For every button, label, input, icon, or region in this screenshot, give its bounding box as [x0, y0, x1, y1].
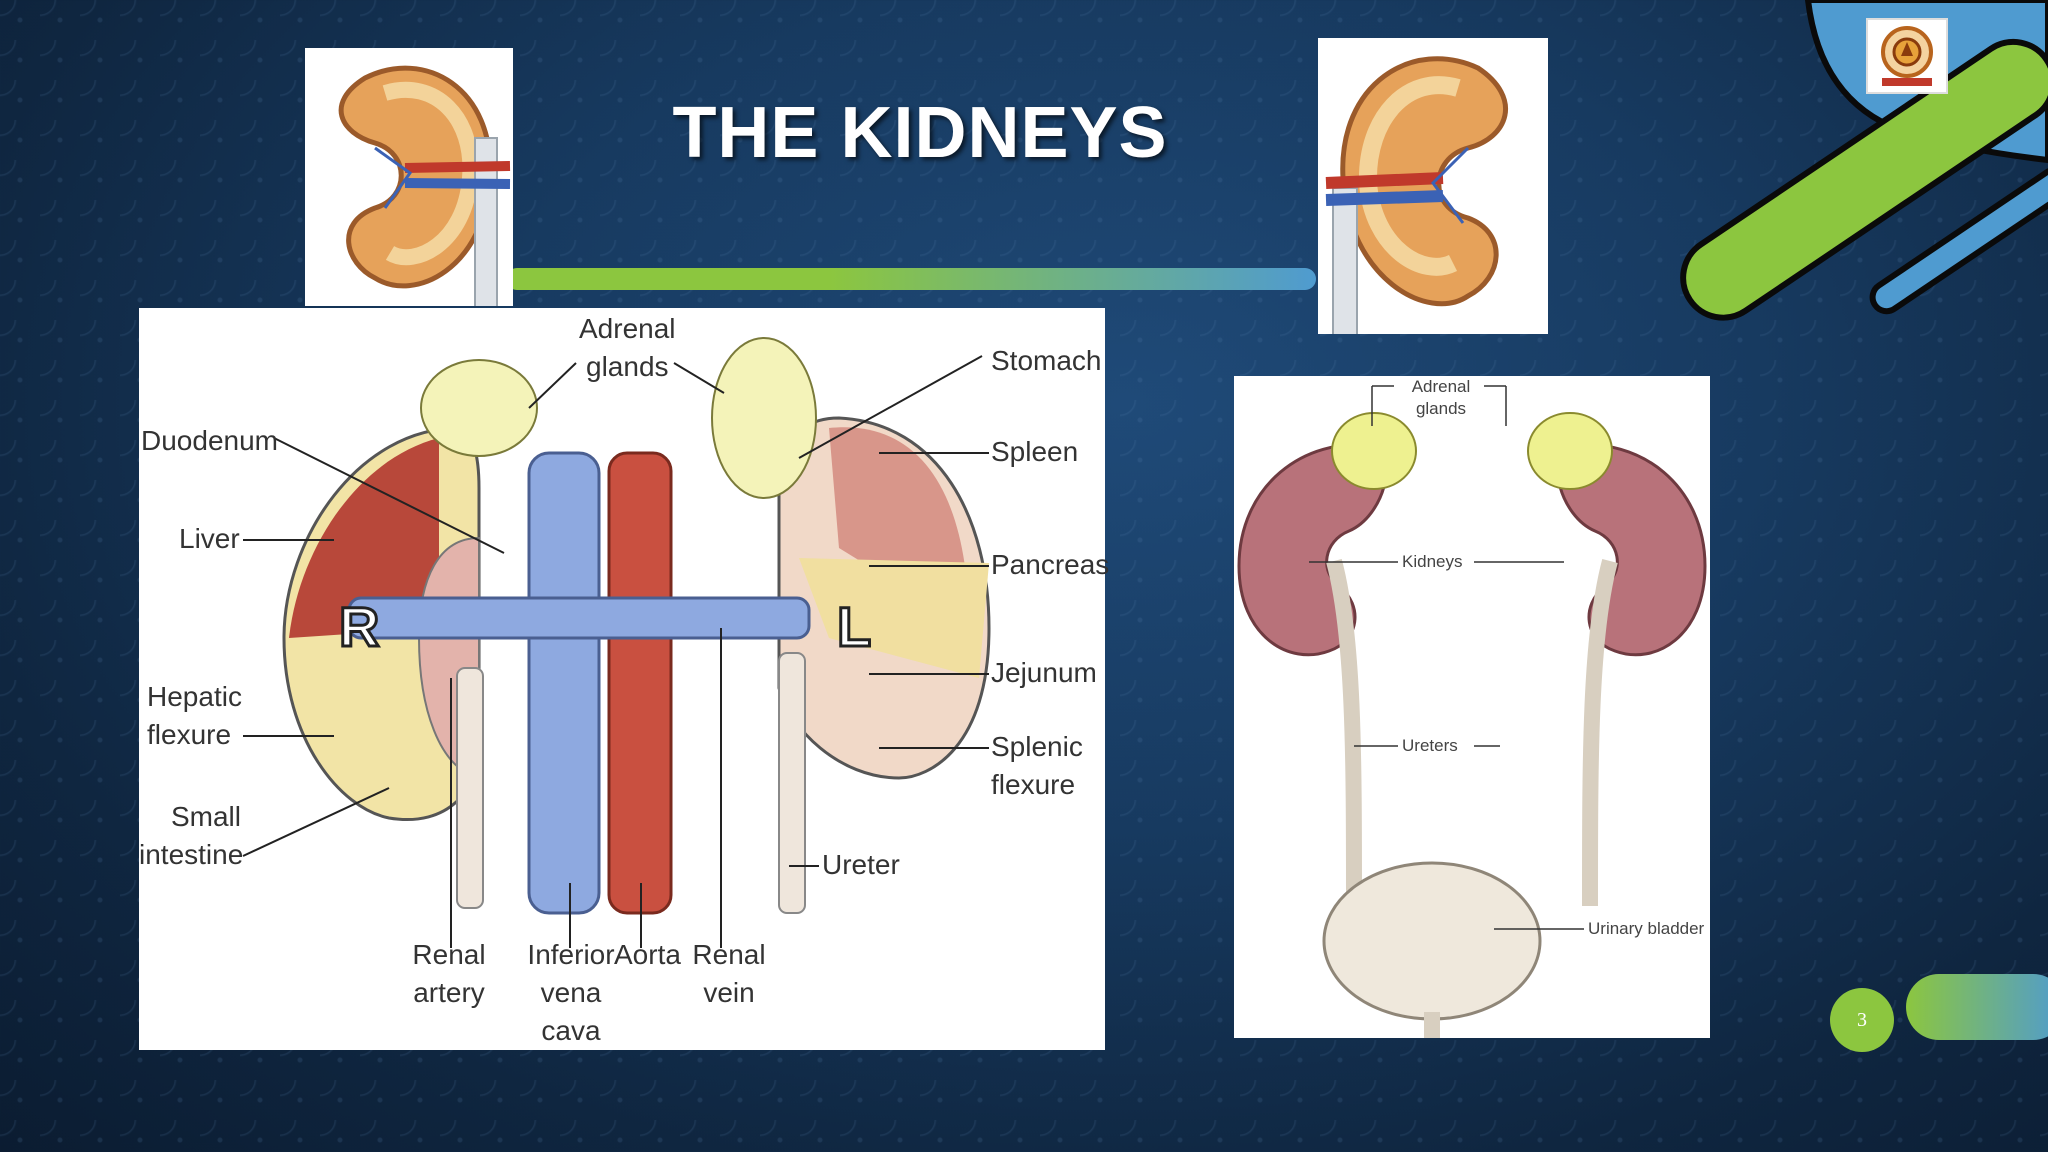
label-renal-vein: Renal vein — [684, 936, 774, 1012]
kidney-cross-section-icon — [1325, 56, 1509, 339]
label-line: Inferior — [527, 939, 615, 970]
label-line: glands — [586, 351, 669, 382]
title-divider — [506, 268, 1316, 290]
footer-accent-bar — [1906, 974, 2048, 1040]
kidney-anatomy-illustration — [242, 337, 991, 948]
urinary-system-illustration — [1237, 385, 1707, 1038]
label-line: vena — [540, 977, 602, 1008]
label-splenic-flexure: Splenic flexure — [991, 728, 1083, 804]
label-liver: Liver — [179, 523, 240, 554]
institution-logo — [1866, 18, 1948, 94]
page-title: THE KIDNEYS — [672, 93, 1168, 173]
label-renal-artery: Renal artery — [384, 936, 514, 1012]
label-kidneys: Kidneys — [1402, 552, 1463, 571]
label-line: glands — [1415, 399, 1467, 418]
label-inferior-vena-cava: Inferior vena cava — [501, 936, 641, 1050]
kidney-thumbnail-right — [1318, 38, 1548, 339]
label-pancreas: Pancreas — [991, 549, 1110, 580]
label-line: flexure — [147, 719, 232, 750]
label-line: Splenic — [991, 731, 1083, 762]
label-duodenum: Duodenum — [141, 425, 278, 456]
label-ureter: Ureter — [822, 849, 900, 880]
label-line: Adrenal — [1411, 377, 1471, 396]
label-line: cava — [541, 1015, 601, 1046]
right-side-marker: R — [337, 594, 380, 660]
label-line: intestine — [139, 839, 244, 870]
corner-decoration — [1680, 0, 2048, 321]
label-line: flexure — [991, 769, 1076, 800]
label-stomach: Stomach — [991, 345, 1102, 376]
urinary-system-diagram: Adrenal glands Kidneys Ureters Urinary b… — [1234, 376, 1710, 1038]
label-hepatic-flexure: Hepatic flexure — [147, 678, 242, 754]
label-line: artery — [413, 977, 485, 1008]
label-ureters: Ureters — [1402, 736, 1458, 755]
label-aorta: Aorta — [614, 939, 681, 970]
institution-seal-icon — [1881, 26, 1933, 86]
label-spleen: Spleen — [991, 436, 1079, 467]
label-adrenal-glands: Adrenal glands — [579, 310, 676, 386]
kidney-thumbnail-left — [305, 48, 513, 319]
label-jejunum: Jejunum — [991, 657, 1097, 688]
label-small-intestine: Small intestine — [139, 798, 244, 874]
label-adrenal-glands: Adrenal glands — [1399, 376, 1483, 420]
label-line: Hepatic — [147, 681, 242, 712]
kidney-anatomy-diagram: Adrenal glands Stomach Duodenum Spleen L… — [139, 308, 1109, 1050]
kidney-cross-section-icon — [338, 65, 511, 319]
label-line: Renal — [692, 939, 766, 970]
label-line: vein — [703, 977, 755, 1008]
page-number: 3 — [1830, 988, 1894, 1052]
left-side-marker: L — [835, 594, 872, 660]
label-line: Small — [170, 801, 241, 832]
label-urinary-bladder: Urinary bladder — [1588, 919, 1705, 938]
label-line: Renal — [412, 939, 486, 970]
label-line: Adrenal — [579, 313, 676, 344]
